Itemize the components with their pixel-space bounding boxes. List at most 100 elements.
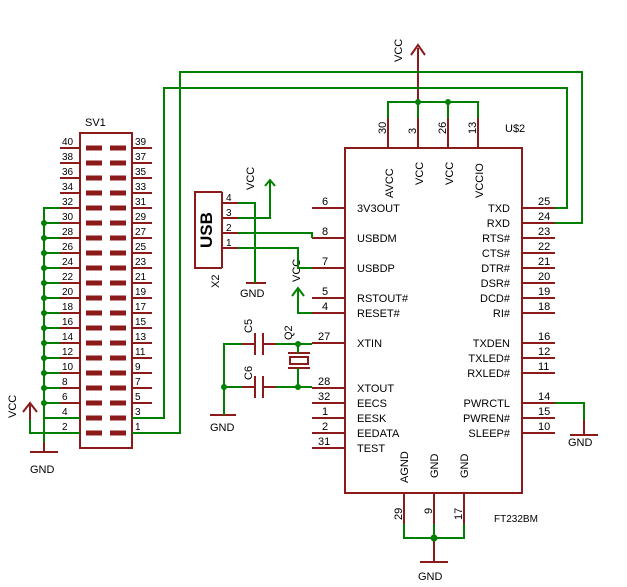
ic-pin-num: 21 [538,256,550,268]
usb-label: USB [197,212,216,248]
c6-label: C6 [243,366,255,380]
ic-pin-num: 4 [322,301,328,313]
junction-dot [445,99,451,105]
header-gnd-bus-top [43,207,60,223]
ic-pin-label: DSR# [481,278,511,290]
usb-pin-num: 4 [226,193,232,204]
vcc-label-ic: VCC [393,39,405,62]
ic-pin-label: RESET# [357,308,401,320]
ic-pin-label: EESK [357,413,387,425]
header-pin-num-left: 24 [62,257,74,268]
header-pin-num-right: 19 [135,287,147,298]
header-pin-num-left: 26 [62,242,74,253]
junction-dot [41,325,47,331]
header-pad [86,325,102,331]
header-pad [110,310,126,316]
header-pad [110,295,126,301]
header-pad [110,220,126,226]
ic-pin-label: GND [429,454,441,479]
header-pad [86,145,102,151]
gnd-label-usb: GND [240,288,265,300]
ic-pin-num: 17 [453,508,465,520]
header-pin-num-left: 22 [62,272,74,283]
header-name: SV1 [85,117,106,129]
header-pin-num-right: 5 [135,392,141,403]
junction-dot [41,340,47,346]
header-pad [86,415,102,421]
junctions [221,99,451,542]
ic-pin-label: AGND [399,451,411,483]
gnd-symbol-header: GND [30,442,58,476]
header-pad [110,205,126,211]
header-pad [110,355,126,361]
header-pin-num-right: 23 [135,257,147,268]
gnd-label-ic: GND [418,571,443,583]
header-pin-num-right: 35 [135,167,147,178]
header-pad [86,175,102,181]
ic-pin-label: VCC [414,162,426,185]
junction-dot [41,265,47,271]
usb-name: X2 [210,275,222,288]
header-pin-num-left: 34 [62,182,74,193]
ic-pin-label: RTS# [482,233,511,245]
gnd-label-pwrctl: GND [568,437,593,449]
vcc-label-usb: VCC [245,167,257,190]
gnd-symbol-caps: GND [210,414,236,434]
header-pin-num-left: 38 [62,152,74,163]
ic-pin-num: 11 [538,361,549,373]
ic-pin-label: SLEEP# [468,428,510,440]
ic-pin-label: EECS [357,398,387,410]
header-pad [110,145,126,151]
header-pin-num-left: 10 [62,362,74,373]
ic-pin-label: RSTOUT# [357,293,409,305]
gnd-symbol-usb: GND [240,282,266,300]
header-pad [110,250,126,256]
ic-pin-label: VCC [444,162,456,185]
ic-pin-label: TXD [488,203,510,215]
junction-dot [41,250,47,256]
ic-pin-num: 10 [538,421,550,433]
ic-pin-num: 28 [318,376,330,388]
header-pad [110,370,126,376]
header-pin-num-left: 40 [62,137,74,148]
ic-pin-num: 5 [322,286,328,298]
junction-dot [41,295,47,301]
header-pad [86,340,102,346]
header-pad [86,400,102,406]
header-pad [110,175,126,181]
header-pin-num-left: 28 [62,227,74,238]
header-pin-num-right: 37 [135,152,147,163]
ic-pin-num: 14 [538,391,550,403]
vcc-label-header: VCC [7,395,19,418]
header-pin-num-right: 39 [135,137,147,148]
capacitor-c5: C5 [242,319,276,355]
header-pin-num-left: 16 [62,317,74,328]
header-pin-num-left: 14 [62,332,74,343]
header-pad [110,235,126,241]
ic-pin-num: 26 [437,122,449,134]
ic-pin-num: 13 [467,122,479,134]
crystal-q2: Q2 [283,325,310,369]
header-pad [110,415,126,421]
junction-dot [221,384,227,390]
header-pin-num-right: 9 [135,362,141,373]
ic-pin-label: CTS# [482,248,511,260]
junction-dot [41,370,47,376]
header-pad [86,280,102,286]
ic-pin-num: 9 [423,508,435,514]
ic-pin-label: RXLED# [467,368,511,380]
ic-pin-num: 12 [538,346,550,358]
ic-pin-num: 27 [318,331,330,343]
header-pin-num-right: 29 [135,212,147,223]
junction-dot [41,235,47,241]
gnd-label-caps: GND [210,422,235,434]
header-pin-num-right: 17 [135,302,147,313]
header-pad [86,385,102,391]
header-pin-num-right: 31 [135,197,147,208]
header-pin-num-left: 20 [62,287,74,298]
header-pad [86,430,102,436]
ic-pin-label: EEDATA [357,428,400,440]
usb-connector-x2: USB X2 4 3 2 1 [194,191,238,288]
